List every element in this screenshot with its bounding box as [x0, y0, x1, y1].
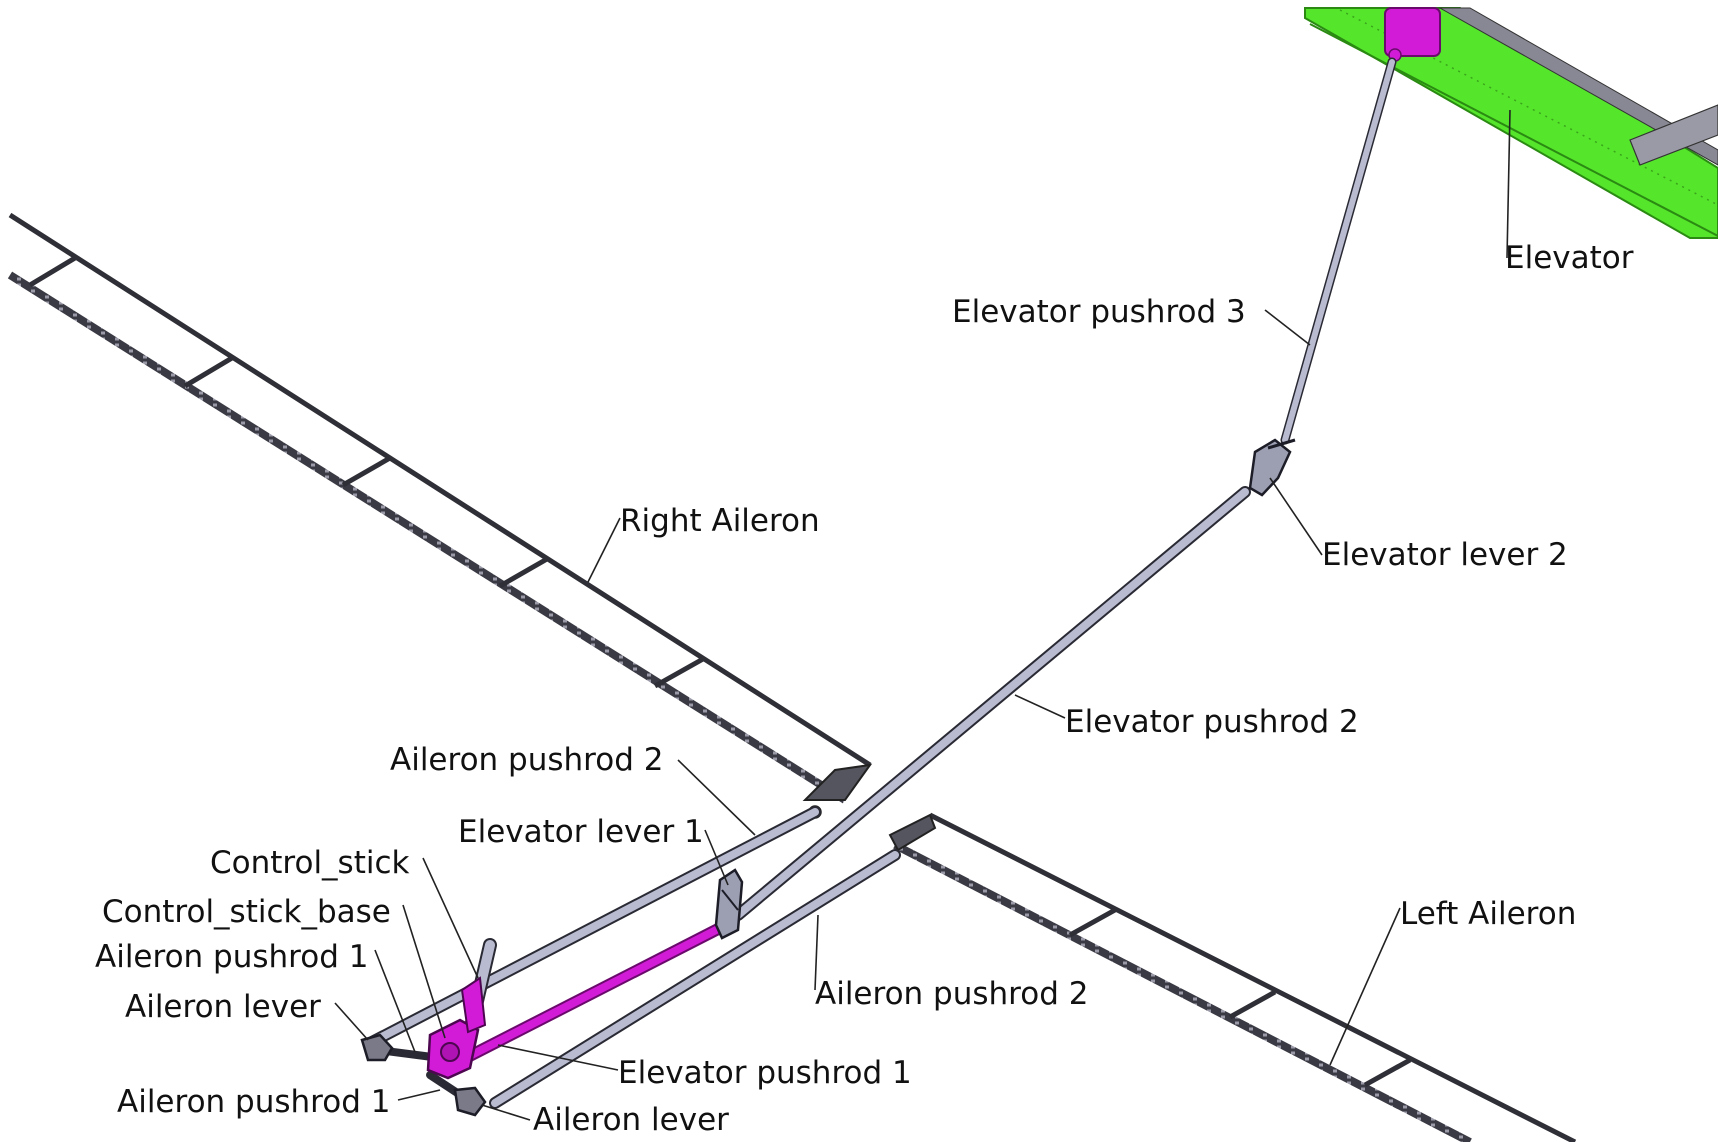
left-aileron-root-cap: [888, 813, 937, 852]
control-stick-yoke: [460, 976, 487, 1034]
leader-elevator-pushrod-3: [1264, 309, 1311, 346]
label-elevator-pushrod-1: Elevator pushrod 1: [618, 1055, 912, 1091]
aileron-pushrod-2-lower: [491, 851, 899, 1107]
leader-aileron-lever-left: [334, 1002, 369, 1041]
left-aileron-rib-2: [1228, 989, 1277, 1020]
leader-elevator: [1506, 109, 1511, 259]
label-aileron-lever-bottom: Aileron lever: [533, 1102, 729, 1138]
elevator-pushrod-3: [1282, 59, 1395, 443]
labels: Elevator Elevator pushrod 3 Right Ailero…: [95, 240, 1634, 1138]
label-aileron-lever-left: Aileron lever: [125, 989, 321, 1025]
right-aileron-tip: [802, 763, 873, 801]
aileron-pushrod-2-upper: [368, 808, 819, 1046]
leader-aileron-pushrod-1-lower: [397, 1089, 441, 1101]
elevator-lever-2-pin: [1267, 438, 1296, 450]
leader-elevator-lever-1: [704, 829, 729, 886]
aileron-lever-bottom: [453, 1086, 487, 1117]
elevator-pushrod-1: [448, 924, 724, 1069]
label-control-stick-base: Control_stick_base: [102, 894, 391, 930]
elevator-lever-2: [1248, 438, 1292, 497]
leader-control-stick: [422, 857, 479, 979]
aileron-lever-left: [360, 1033, 394, 1062]
left-aileron-rail-top: [928, 812, 1577, 1142]
left-aileron-assembly: [888, 812, 1577, 1142]
elevator-hinge-line: [1309, 23, 1718, 237]
label-left-aileron: Left Aileron: [1400, 896, 1576, 932]
leader-aileron-pushrod-1-upper: [374, 949, 416, 1053]
elevator-end-cap: [1629, 104, 1718, 166]
label-elevator-lever-1: Elevator lever 1: [458, 814, 704, 850]
right-aileron-rib-2: [183, 355, 234, 389]
right-aileron-rib-4: [498, 556, 549, 589]
leader-elevator-pushrod-1: [497, 1044, 619, 1071]
label-aileron-pushrod-2-lower: Aileron pushrod 2: [815, 976, 1088, 1012]
label-elevator: Elevator: [1505, 240, 1634, 276]
elevator-frame: [1438, 7, 1718, 166]
label-control-stick: Control_stick: [210, 845, 410, 881]
leader-aileron-pushrod-2-lower: [814, 914, 819, 991]
right-aileron-rib-5: [653, 656, 705, 689]
leader-control-stick-base: [402, 904, 446, 1039]
elevator-lever-1: [714, 868, 744, 940]
leader-lines: [334, 109, 1511, 1121]
leader-elevator-lever-2: [1269, 477, 1323, 556]
pushrods: [366, 57, 1397, 1109]
leader-aileron-pushrod-2-upper: [677, 759, 756, 836]
label-elevator-pushrod-3: Elevator pushrod 3: [952, 294, 1246, 330]
right-aileron-rib-3: [341, 455, 392, 488]
elevator-horn-bracket: [1384, 7, 1441, 57]
right-aileron-rail-bottom: [7, 271, 848, 804]
elevator-pushrod-2: [734, 488, 1249, 919]
label-aileron-pushrod-1-upper: Aileron pushrod 1: [95, 939, 368, 975]
right-aileron-rib-1: [28, 255, 77, 288]
elevator-assembly: [1304, 7, 1718, 239]
right-aileron-rail-top: [8, 212, 872, 768]
leader-right-aileron: [587, 517, 621, 583]
left-aileron-rail-bottom: [893, 841, 1472, 1142]
leader-aileron-lever-bottom: [481, 1104, 531, 1121]
control-stick-base-hub: [440, 1042, 460, 1062]
label-elevator-pushrod-2: Elevator pushrod 2: [1065, 704, 1359, 740]
left-aileron-rib-3: [1363, 1057, 1412, 1088]
label-aileron-pushrod-2-upper: Aileron pushrod 2: [390, 742, 663, 778]
elevator-lever-1-hatch: [721, 889, 739, 911]
leader-left-aileron: [1329, 907, 1401, 1066]
label-aileron-pushrod-1-lower: Aileron pushrod 1: [117, 1084, 390, 1120]
levers: [360, 438, 1296, 1117]
label-elevator-lever-2: Elevator lever 2: [1322, 537, 1568, 573]
leader-elevator-pushrod-2: [1014, 694, 1066, 719]
label-right-aileron: Right Aileron: [620, 503, 820, 539]
left-aileron-rib-1: [1068, 907, 1117, 938]
